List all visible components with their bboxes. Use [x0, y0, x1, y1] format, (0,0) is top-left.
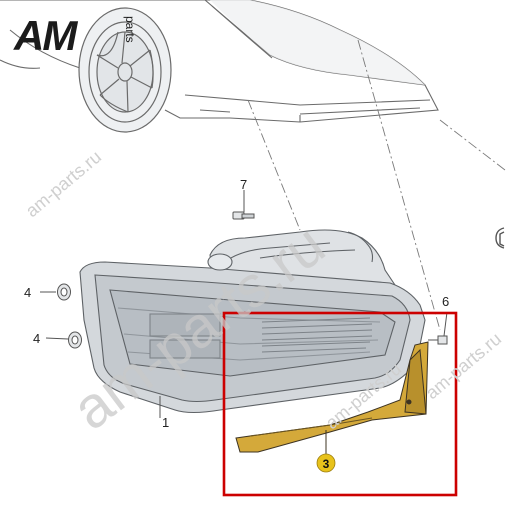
callout-3-badge: [316, 453, 336, 473]
logo-main-text: AM: [13, 12, 78, 59]
highlight-box: [222, 311, 458, 497]
am-parts-logo: AM parts: [13, 12, 137, 59]
wheel: [78, 7, 172, 133]
clip-part: [495, 227, 505, 249]
screw-part-6: [428, 311, 448, 345]
callout-3: 3: [323, 457, 330, 471]
callout-7: 7: [240, 177, 247, 192]
callout-1: 1: [162, 415, 169, 430]
watermark-small-left: am-parts.ru: [22, 147, 105, 221]
nut-part-4-upper: [40, 283, 71, 301]
tail-light-housing: [79, 229, 426, 414]
logo-side-text: parts: [123, 16, 137, 43]
callout-4-upper: 4: [24, 285, 31, 300]
callout-4-lower: 4: [33, 331, 40, 346]
highlighted-trim-part-3: [235, 341, 429, 454]
leader-lines: [247, 39, 506, 331]
nut-part-4-lower: [45, 331, 82, 349]
car-body-shading: [210, 0, 425, 85]
bolt-part-7: [232, 190, 255, 220]
callout-6: 6: [442, 294, 449, 309]
